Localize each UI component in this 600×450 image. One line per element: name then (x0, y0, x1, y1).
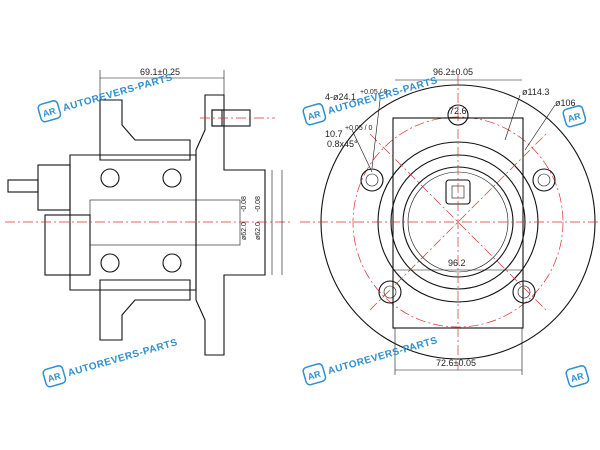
side-section-view: 69.1±0.25 ø62.0 -0.08 ø62.0 -0.08 (5, 67, 290, 356)
hole-callout-leader (371, 99, 381, 169)
watermark-logo (37, 100, 62, 123)
bolt-hole (378, 280, 402, 304)
watermark-logo-letters: AR (42, 106, 58, 119)
stud-hole (537, 173, 551, 187)
watermark-logo (42, 365, 67, 388)
watermark-top-right: AR AUTOREVERS-PARTS (302, 75, 439, 126)
watermark-logo-letters: AR (570, 371, 586, 384)
bore-b-tol: -0.08 (255, 196, 262, 212)
bore-a-tol: -0.08 (241, 196, 248, 212)
seal-housing (44, 214, 91, 276)
hole-callout: 4-ø24.1 (325, 92, 356, 102)
bearing-ball (100, 168, 120, 188)
sensor-housing (37, 164, 71, 211)
front-diag-centre-1 (369, 133, 547, 311)
watermark-logo-letters: AR (307, 369, 323, 382)
overall-length-label: 69.1±0.25 (140, 67, 180, 77)
bearing-ball (162, 168, 182, 188)
center-width-label: 96.2 (448, 258, 466, 268)
bearing-ball (162, 253, 182, 273)
watermark-right-edge: AR (562, 105, 587, 128)
bearing-ball (100, 253, 120, 273)
circle-114-label: ø114.3 (522, 87, 549, 97)
chamfer-callout: 0.8x45° (327, 139, 358, 149)
watermark-logo-letters: AR (47, 371, 63, 384)
watermark-brand: AUTOREVERS-PARTS (327, 335, 439, 377)
watermark-brand: AUTOREVERS-PARTS (67, 337, 179, 379)
watermark-logo-letters: AR (307, 109, 323, 122)
front-diag-centre-2 (369, 133, 547, 311)
front-view: 96.2±0.05 72.6 96.2 72.6±0.05 4-ø24.1 +0… (300, 67, 600, 375)
stud-callout-tol: +0.05 / 0 (345, 125, 373, 132)
circle-106-leader (524, 104, 556, 151)
stud-callout: 10.7 (325, 129, 343, 139)
stud-hole (365, 173, 379, 187)
bolt-width-label: 96.2±0.05 (433, 67, 473, 77)
bolt-hole (532, 168, 556, 192)
circle-106-label: ø106 (555, 98, 576, 108)
outer-race-top (99, 99, 191, 161)
hub-flange-section (195, 94, 266, 356)
bore-a-label: ø62.0 (241, 222, 248, 240)
axle-stub (7, 179, 39, 193)
circle-114-leader (504, 94, 521, 141)
inner-width-label: 72.6 (449, 106, 467, 116)
hub-body-section (69, 154, 197, 291)
stud-hole (383, 285, 397, 299)
watermark-logo (565, 365, 590, 388)
bolt-hole (360, 168, 384, 192)
hub-bore (89, 199, 241, 246)
bolt-holes (360, 104, 556, 304)
watermark-bottom-left: AR AUTOREVERS-PARTS (42, 337, 179, 388)
stud-callout-leader (351, 129, 373, 173)
watermark-logo (562, 105, 587, 128)
watermark-bottom-right-edge: AR (565, 365, 590, 388)
watermark-bottom-right: AR AUTOREVERS-PARTS (302, 335, 439, 386)
bore-b-label: ø62.0 (255, 222, 262, 240)
stud-hole (517, 285, 531, 299)
hole-callout-tol: +0.05 / 0 (360, 89, 388, 96)
watermark-logo (302, 103, 327, 126)
outer-race-bottom (99, 279, 191, 341)
watermark-brand: AUTOREVERS-PARTS (62, 72, 174, 114)
watermark-logo-letters: AR (567, 111, 583, 124)
watermark-logo (302, 363, 327, 386)
bottom-width-label: 72.6±0.05 (436, 358, 476, 368)
bolt-hole (512, 280, 536, 304)
